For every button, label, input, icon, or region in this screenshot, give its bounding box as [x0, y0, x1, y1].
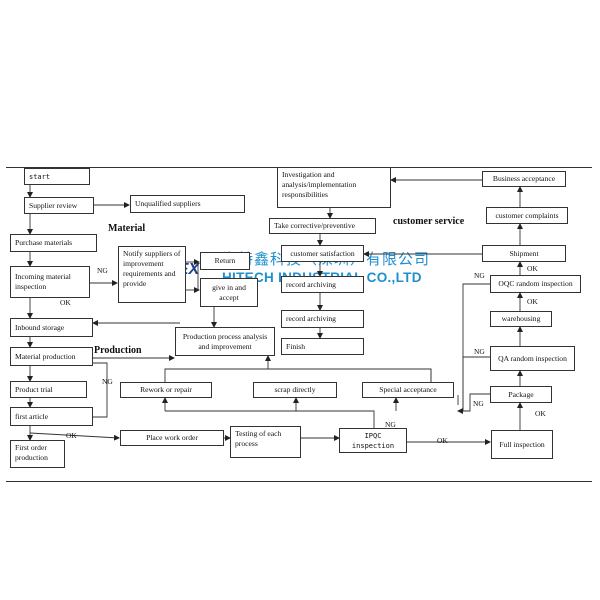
- warehousing-box: warehousing: [490, 311, 552, 327]
- business-acceptance-box: Business acceptance: [482, 171, 566, 187]
- investigation-box: Investigation and analysis/implementatio…: [277, 167, 391, 208]
- ipqc-inspection-box: IPQC inspection: [339, 428, 407, 453]
- first-article-box: first article: [10, 407, 93, 426]
- rework-or-repair-box: Rework or repair: [120, 382, 212, 398]
- material-production-box: Material production: [10, 347, 93, 366]
- start-box: start: [24, 168, 90, 185]
- line-first-article-ng: [93, 362, 108, 418]
- ok-label-incoming: OK: [60, 298, 71, 307]
- record-archiving-box-1: record archiving: [281, 276, 364, 293]
- record-archiving-box-2: record archiving: [281, 310, 364, 328]
- ng-label-first-article: NG: [102, 377, 113, 386]
- customer-satisfaction-box: customer satisfaction: [281, 245, 364, 262]
- ng-label-oqc: NG: [474, 271, 485, 280]
- qa-random-inspection-box: QA random inspection: [490, 346, 575, 371]
- first-order-production-box: First order production: [10, 440, 65, 468]
- customer-complaints-box: customer complaints: [486, 207, 568, 224]
- inbound-storage-box: Inbound storage: [10, 318, 93, 337]
- ok-label-package: OK: [535, 409, 546, 418]
- production-process-analysis-box: Production process analysis and improvem…: [175, 327, 275, 356]
- section-title-customer-service: customer service: [393, 216, 465, 227]
- package-box: Package: [490, 386, 552, 403]
- take-corrective-box: Take corrective/preventive: [269, 218, 376, 234]
- section-title-production: Production: [94, 345, 142, 356]
- full-inspection-box: Full inspection: [491, 430, 553, 459]
- unqualified-suppliers-box: Unqualified suppliers: [130, 195, 245, 213]
- notify-suppliers-box: Notify suppliers of improvement requirem…: [118, 246, 186, 303]
- supplier-review-box: Supplier review: [24, 197, 94, 214]
- shipment-box: Shipment: [482, 245, 566, 262]
- product-trial-box: Product trial: [10, 381, 87, 398]
- ok-label-ipqc: OK: [437, 436, 448, 445]
- line-ipqc-ng: [165, 410, 375, 428]
- arrow-first-article-to-work-order: [29, 432, 120, 441]
- place-work-order-box: Place work order: [120, 430, 224, 446]
- ok-label-shipment: OK: [527, 264, 538, 273]
- ng-label-package: NG: [473, 399, 484, 408]
- line-package-ng: [460, 393, 490, 412]
- section-title-material: Material: [108, 223, 146, 234]
- return-box: Return: [200, 252, 250, 270]
- testing-each-process-box: Testing of each process: [230, 426, 301, 458]
- special-acceptance-box: Special acceptance: [362, 382, 454, 398]
- oqc-random-inspection-box: OQC random inspection: [490, 275, 581, 293]
- ng-label-qa: NG: [474, 347, 485, 356]
- give-in-accept-box: give in and accept: [200, 278, 258, 307]
- ok-label-first-article: OK: [66, 431, 77, 440]
- ok-label-oqc: OK: [527, 297, 538, 306]
- finish-box: Finish: [281, 338, 364, 355]
- line-oqc-ng: [462, 283, 490, 411]
- scrap-directly-box: scrap directly: [253, 382, 337, 398]
- purchase-materials-box: Purchase materials: [10, 234, 97, 252]
- ng-label-ipqc: NG: [385, 420, 396, 429]
- line-branches-top: [164, 368, 432, 382]
- ng-label-incoming: NG: [97, 266, 108, 275]
- incoming-inspection-box: Incoming material inspection: [10, 266, 90, 298]
